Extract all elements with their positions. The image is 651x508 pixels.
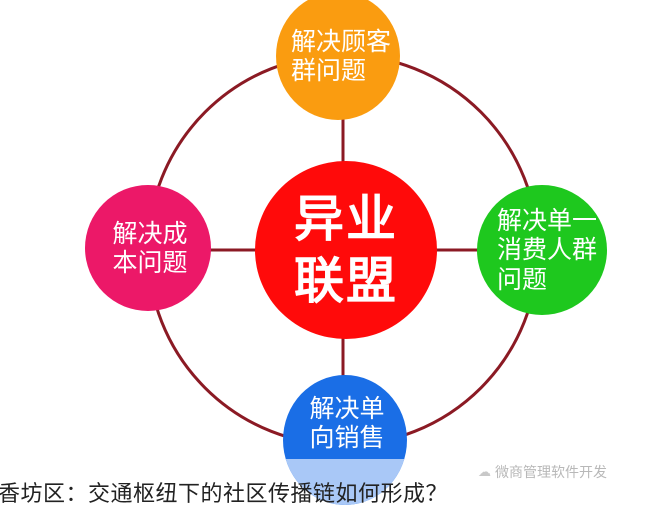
node-one-way-sales: 解决单 向销售 bbox=[283, 375, 407, 505]
center-node-alliance: 异业 联盟 bbox=[255, 161, 437, 339]
watermark-text: 微商管理软件开发 bbox=[495, 465, 607, 481]
node-single-consumer-group: 解决单一 消费人群 问题 bbox=[477, 185, 607, 315]
node-fade-overlay bbox=[283, 459, 407, 505]
node-customer-group: 解决顾客 群问题 bbox=[276, 0, 400, 120]
node-customer-group-label: 解决顾客 群问题 bbox=[290, 26, 391, 86]
node-single-consumer-group-label: 解决单一 消费人群 问题 bbox=[496, 205, 597, 294]
node-one-way-sales-label: 解决单 向销售 bbox=[309, 393, 385, 453]
node-cost: 解决成 本问题 bbox=[85, 185, 211, 311]
wechat-icon: ☁ bbox=[478, 464, 491, 480]
center-node-label: 异业 联盟 bbox=[294, 189, 398, 311]
node-cost-label: 解决成 本问题 bbox=[112, 218, 188, 278]
watermark: ☁ 微商管理软件开发 bbox=[478, 462, 607, 482]
